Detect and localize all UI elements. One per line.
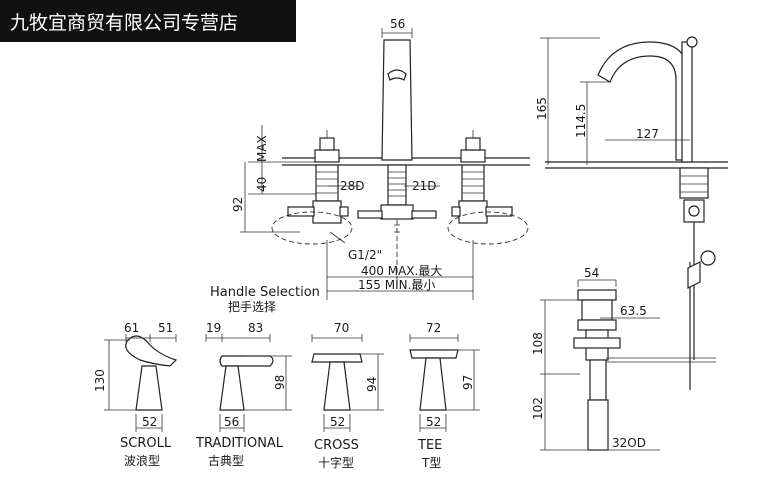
cross-base: 52	[330, 415, 345, 429]
center-spout	[357, 28, 437, 285]
handle-scroll	[104, 334, 178, 432]
scroll-base: 52	[142, 415, 157, 429]
side-165-label: 165	[535, 97, 549, 120]
spread-max-label: 400 MAX.最大	[361, 264, 442, 278]
cross-height: 94	[365, 377, 379, 392]
height-40-label: 40	[255, 177, 269, 192]
traditional-top-a: 19	[206, 321, 221, 335]
drain-102-label: 102	[531, 397, 545, 420]
left-valve	[271, 130, 353, 245]
store-banner-text: 九牧宜商贸有限公司专营店	[10, 12, 238, 34]
scroll-name-cn: 波浪型	[124, 453, 160, 468]
height-92-label: 92	[231, 197, 245, 212]
drain-assembly	[540, 279, 716, 451]
tee-height: 97	[461, 375, 475, 390]
traditional-height: 98	[273, 375, 287, 390]
front-dimensions	[240, 125, 474, 300]
side-view-spout	[540, 36, 716, 390]
max-label: MAX	[255, 135, 269, 162]
drain-635-label: 63.5	[620, 304, 647, 318]
drain-32od-label: 32OD	[612, 436, 646, 450]
dia-21d-label: 21D	[412, 179, 437, 193]
scroll-top-a: 61	[124, 321, 139, 335]
handle-tee	[409, 334, 480, 432]
spread-min-label: 155 MIN.最小	[358, 278, 435, 292]
right-valve	[447, 130, 529, 245]
traditional-top-b: 83	[248, 321, 263, 335]
dia-28d-label: 28D	[340, 179, 365, 193]
center-thread-lines	[388, 171, 406, 197]
drain-54-label: 54	[584, 266, 599, 280]
scroll-name-en: SCROLL	[120, 436, 172, 451]
tee-top-a: 72	[426, 321, 441, 335]
countertop	[282, 157, 728, 169]
traditional-name-en: TRADITIONAL	[195, 436, 284, 451]
store-banner: 九牧宜商贸有限公司专营店	[0, 0, 296, 42]
spout-width-label: 56	[390, 17, 405, 31]
tee-base: 52	[426, 415, 441, 429]
tee-name-cn: T型	[421, 456, 441, 470]
tee-name-en: TEE	[417, 438, 442, 453]
handle-selection-subtitle: 把手选择	[228, 300, 276, 314]
thread-label: G1/2"	[348, 248, 382, 262]
scroll-top-b: 51	[158, 321, 173, 335]
side-1145-label: 114.5	[574, 104, 588, 138]
side-127-label: 127	[636, 127, 659, 141]
handle-selection-title: Handle Selection	[210, 285, 320, 300]
scroll-height: 130	[93, 369, 107, 392]
drain-108-label: 108	[531, 332, 545, 355]
cross-top-a: 70	[334, 321, 349, 335]
handle-traditional	[205, 334, 292, 432]
cross-name-cn: 十字型	[318, 455, 354, 470]
handle-cross	[311, 334, 384, 432]
traditional-name-cn: 古典型	[208, 453, 244, 468]
traditional-base: 56	[224, 415, 239, 429]
cross-name-en: CROSS	[314, 438, 359, 453]
